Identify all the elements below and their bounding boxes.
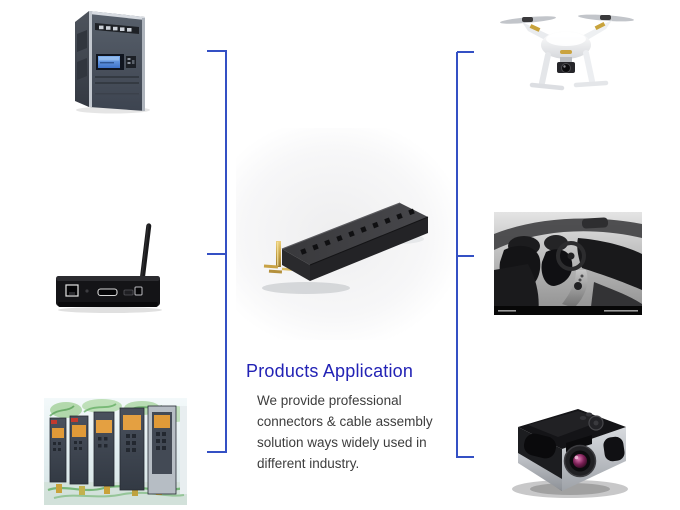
industrial-drives-image	[44, 398, 187, 505]
description-line: connectors & cable assembly	[257, 414, 433, 429]
industrial-drives-icon	[44, 398, 187, 505]
desktop-computer-tower-image	[69, 4, 155, 114]
watermark-left	[498, 310, 516, 312]
hdmi-port	[97, 288, 118, 297]
gold-pins	[263, 241, 293, 274]
watermark-right	[604, 310, 638, 312]
usb-port	[134, 286, 143, 296]
car-interior-icon	[494, 212, 642, 315]
ethernet-port	[65, 284, 79, 297]
steering-wheel	[556, 241, 586, 271]
left-bracket	[207, 50, 227, 453]
antenna	[139, 223, 152, 282]
description-line: solution ways widely used in	[257, 435, 427, 450]
projector-image	[504, 397, 640, 502]
set-top-box-image	[54, 219, 166, 315]
set-top-box-icon	[56, 223, 162, 313]
speaker-grille	[523, 433, 557, 459]
projector-icon	[512, 409, 628, 498]
pin-header-connector-image	[248, 185, 438, 310]
page-title: Products Application	[246, 361, 414, 381]
car-interior-image	[494, 212, 642, 315]
drone-icon	[500, 14, 634, 91]
computer-tower-icon	[75, 11, 150, 114]
right-bracket	[456, 51, 474, 458]
drone-image	[498, 5, 638, 100]
description-text: We provide professional connectors & cab…	[257, 390, 457, 474]
description-line: different industry.	[257, 456, 360, 471]
description-line: We provide professional	[257, 393, 402, 408]
pin-header-connector-icon	[262, 202, 429, 294]
rearview-mirror	[581, 217, 609, 229]
pin-holes	[300, 208, 415, 255]
